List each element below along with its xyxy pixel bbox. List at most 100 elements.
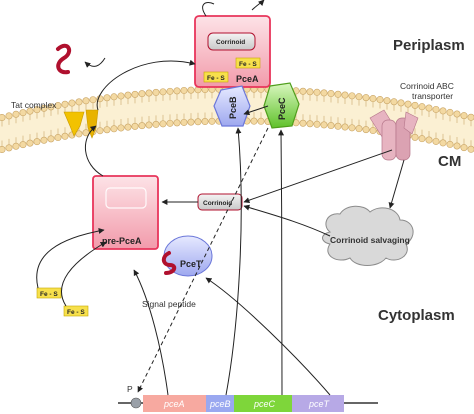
lipid-head <box>138 90 146 98</box>
arrow-salvage-to-corrinoid <box>243 204 331 237</box>
lipid-head <box>397 99 405 107</box>
arrow-gene-pceb <box>225 127 242 396</box>
lipid-head <box>0 146 6 154</box>
lipid-head <box>453 110 461 118</box>
pcec-protein <box>263 82 300 129</box>
arrow-pcec-to-pceb <box>243 105 269 116</box>
lipid-head <box>68 99 76 107</box>
lipid-head <box>117 92 125 100</box>
lipid-head <box>383 97 391 105</box>
arrow-top-right <box>251 0 265 11</box>
lipid-head <box>12 110 20 118</box>
lipid-head <box>341 91 349 99</box>
gene-pcea: pceA <box>163 399 185 409</box>
tat-complex-label: Tat complex <box>11 100 57 110</box>
lipid-head <box>369 127 377 135</box>
lipid-head <box>257 117 265 125</box>
dashed-arrow <box>137 127 269 393</box>
lipid-head <box>432 137 440 145</box>
lipid-head <box>334 90 342 98</box>
lipid-head <box>299 119 307 127</box>
lipid-head <box>201 118 209 126</box>
arrow-abc-to-salvage <box>388 159 405 209</box>
lipid-head <box>306 88 314 96</box>
signal-peptide-label: Signal peptide <box>142 299 196 309</box>
lipid-head <box>75 130 83 138</box>
abc-label-line2: transporter <box>412 91 453 101</box>
lipid-head <box>348 124 356 132</box>
lipid-head <box>82 97 90 105</box>
lipid-head <box>145 121 153 129</box>
lipid-head <box>103 126 111 134</box>
pre-pcea <box>92 175 159 250</box>
lipid-head <box>460 144 468 152</box>
pceb-protein <box>213 85 251 127</box>
lipid-head <box>180 118 188 126</box>
lipid-head <box>12 142 20 150</box>
lipid-head <box>404 100 412 108</box>
pathway-arrows <box>36 0 405 396</box>
lipid-head <box>75 98 83 106</box>
lipid-head <box>54 134 62 142</box>
cytoplasm-label: Cytoplasm <box>378 307 455 324</box>
lipid-head <box>411 133 419 141</box>
lipid-head <box>446 108 454 116</box>
lipid-head <box>327 122 335 130</box>
lipid-head <box>306 120 314 128</box>
arrow-tat-to-pcea <box>96 59 196 111</box>
fes-loose-2 <box>63 305 89 317</box>
lipid-head <box>173 119 181 127</box>
lipid-head <box>355 93 363 101</box>
arrow-gene-pcet <box>205 277 331 396</box>
arrow-abc-to-corrinoid <box>243 149 393 204</box>
lipid-head <box>40 104 48 112</box>
lipid-head <box>467 145 474 153</box>
lipid-head <box>117 124 125 132</box>
lipid-head <box>355 125 363 133</box>
lipid-head <box>159 120 167 128</box>
lipid-head <box>19 141 27 149</box>
fes-label-1: Fe - S <box>239 61 257 68</box>
lipid-head <box>299 87 307 95</box>
lipid-head <box>313 120 321 128</box>
arrow-gene-pcea <box>133 269 169 396</box>
lipid-head <box>138 122 146 130</box>
lipid-head <box>313 88 321 96</box>
lipid-head <box>250 117 258 125</box>
lipid-head <box>26 107 34 115</box>
exported-signal-peptide <box>56 43 72 75</box>
lipid-head <box>131 90 139 98</box>
corrinoid-salvaging-cloud <box>322 205 414 266</box>
lipid-head <box>362 94 370 102</box>
pceb-label: PceB <box>228 96 238 119</box>
corrinoid-salvaging-label: Corrinoid salvaging <box>330 235 410 245</box>
lipid-head <box>425 136 433 144</box>
arrow-top-left <box>202 2 215 17</box>
lipid-head <box>131 122 139 130</box>
promoter-label: P <box>127 384 133 394</box>
tat-complex <box>63 109 99 139</box>
lipid-head <box>47 135 55 143</box>
lipid-head <box>334 122 342 130</box>
lipid-head <box>180 86 188 94</box>
lipid-head <box>390 98 398 106</box>
lipid-head <box>187 86 195 94</box>
lipid-head <box>89 96 97 104</box>
lipid-head <box>103 94 111 102</box>
lipid-head <box>54 102 62 110</box>
lipid-head <box>145 89 153 97</box>
lipid-head <box>460 112 468 120</box>
lipid-head <box>411 101 419 109</box>
lipid-head <box>320 89 328 97</box>
lipid-head <box>432 105 440 113</box>
lipid-head <box>96 127 104 135</box>
lipid-head <box>159 88 167 96</box>
periplasm-label: Periplasm <box>393 37 465 54</box>
arrow-to-squiggle <box>84 57 106 68</box>
abc-label-line1: Corrinoid ABC <box>400 81 454 91</box>
lipid-head <box>208 117 216 125</box>
lipid-head <box>425 104 433 112</box>
corrinoid-abc-transporter <box>369 109 419 161</box>
lipid-head <box>327 90 335 98</box>
